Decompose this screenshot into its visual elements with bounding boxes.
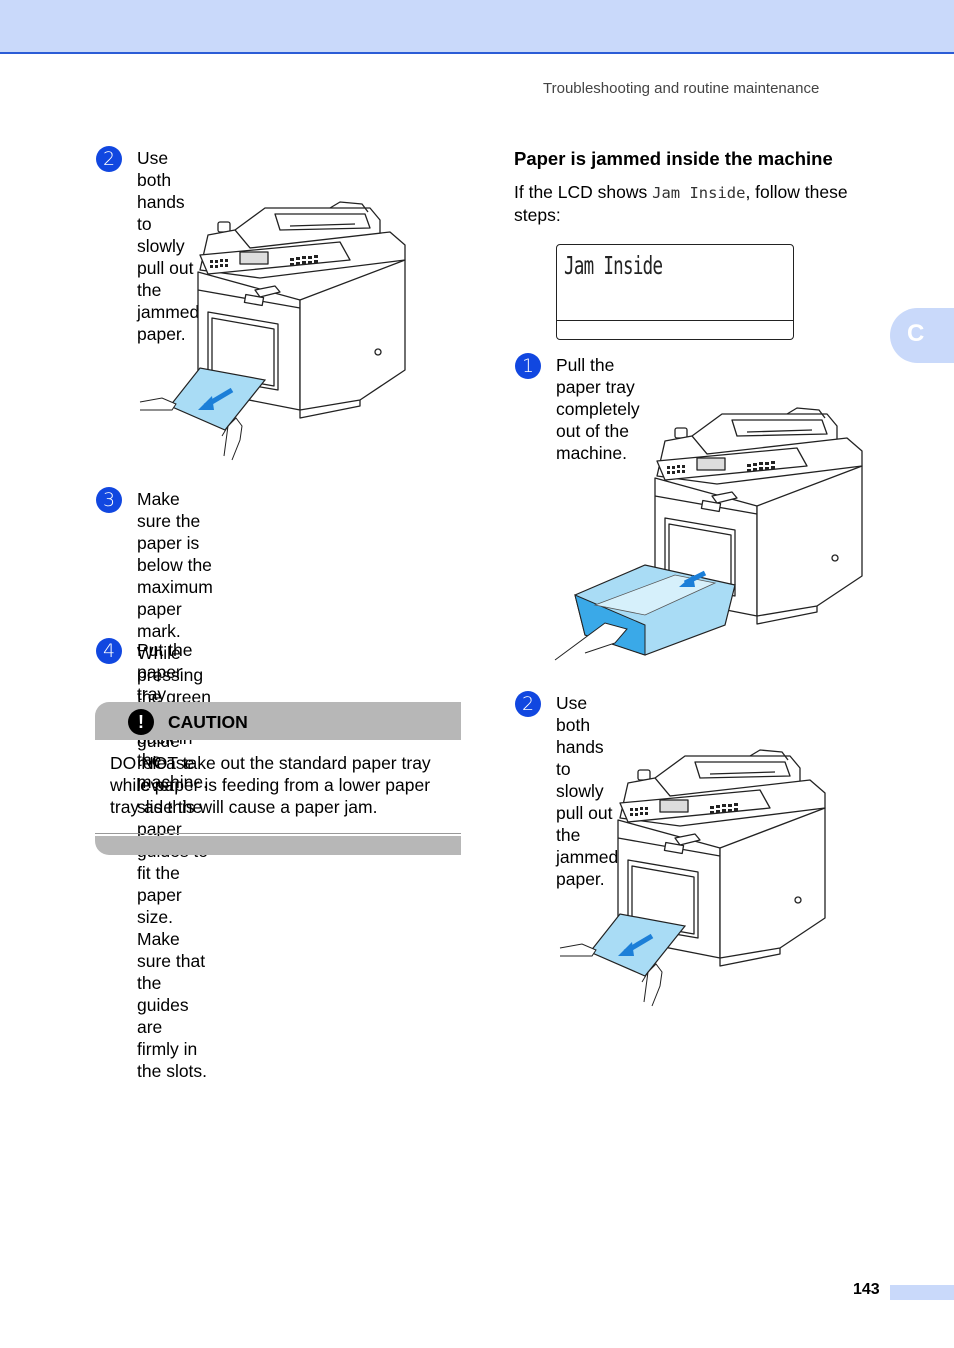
caution-label: CAUTION — [168, 712, 248, 732]
step-text: Use both hands to slowly pull out the ja… — [556, 693, 619, 889]
chapter-tab-letter: C — [907, 320, 925, 347]
lcd-screen-text: Jam Inside — [564, 251, 663, 280]
step-text: Use both hands to slowly pull out the ja… — [137, 148, 200, 344]
caution-footer-bar — [95, 836, 461, 855]
hands-pulling-jammed-paper-illustration — [170, 368, 280, 468]
lcd-message-code: Jam Inside — [652, 184, 746, 202]
intro-paragraph: If the LCD shows Jam Inside, follow thes… — [514, 182, 848, 225]
section-title: Paper is jammed inside the machine — [514, 148, 833, 169]
top-header-band — [0, 0, 954, 54]
page-number: 143 — [853, 1281, 880, 1298]
step-number-badge: 2 — [96, 146, 122, 172]
step-number-badge: 1 — [515, 353, 541, 379]
caution-header: ! CAUTION — [95, 702, 461, 740]
step-number-badge: 4 — [96, 638, 122, 664]
lcd-display: Jam Inside — [556, 244, 794, 340]
paper-tray-pulled-out-illustration — [575, 565, 745, 675]
step-number-badge: 2 — [515, 691, 541, 717]
caution-text: DO NOT take out the standard paper tray … — [110, 753, 431, 817]
step-text: Pull the paper tray completely out of th… — [556, 355, 640, 463]
chapter-tab: C — [890, 308, 954, 363]
running-head: Troubleshooting and routine maintenance — [543, 80, 820, 97]
step-number-badge: 3 — [96, 487, 122, 513]
exclamation-icon: ! — [128, 709, 154, 735]
caution-divider — [95, 833, 461, 834]
page-number-bar — [890, 1285, 954, 1300]
hands-pulling-jammed-paper-illustration-2 — [590, 914, 700, 1014]
lcd-divider — [557, 320, 793, 321]
